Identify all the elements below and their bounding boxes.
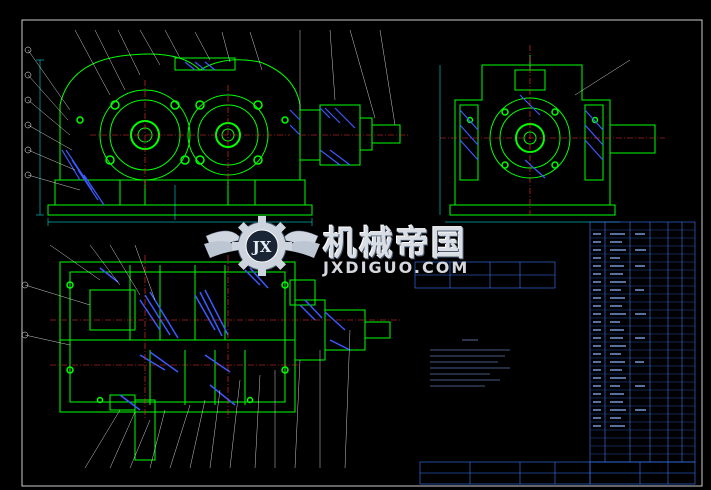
front-view-centerlines (90, 80, 410, 190)
bom-rows (590, 229, 695, 455)
leader-lines (24, 29, 631, 469)
drawing-frame (21, 19, 703, 487)
plan-view (59, 261, 391, 461)
plan-view-hatch (99, 267, 351, 411)
side-view-centerlines (440, 45, 665, 215)
front-view-hatch (61, 61, 356, 206)
title-block (419, 461, 696, 485)
front-view-dimensions (36, 59, 313, 226)
watermark: 机械帝国 JXDIGUO.COM (205, 212, 505, 284)
parameter-table (414, 261, 556, 289)
side-view (449, 55, 656, 216)
watermark-logo: JX (204, 216, 320, 276)
plan-view-centerlines (50, 255, 400, 420)
logo-letters: JX (251, 238, 272, 256)
side-view-hatch (459, 94, 604, 179)
technical-notes (430, 339, 510, 387)
bom-cell-marks (593, 233, 646, 427)
watermark-subtitle: JXDIGUO.COM (323, 258, 470, 277)
watermark-title: 机械帝国 (323, 224, 467, 264)
balloon-markers (21, 46, 32, 339)
